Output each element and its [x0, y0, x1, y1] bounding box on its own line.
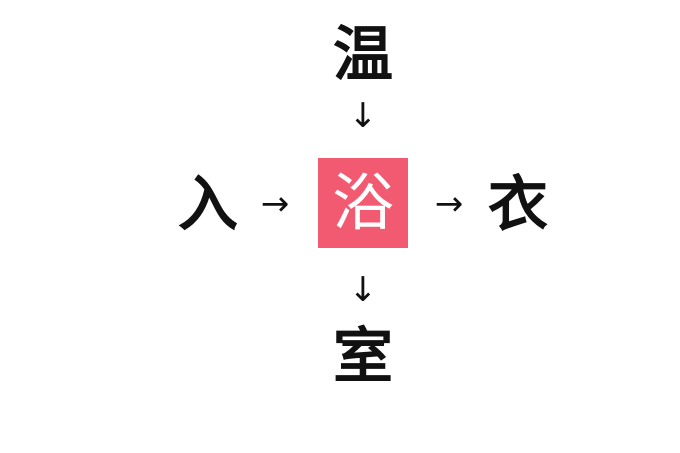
answer-box: 浴	[318, 158, 408, 248]
arrow-right-left: →	[260, 184, 290, 224]
answer-kanji: 浴	[331, 166, 394, 239]
left-kanji: 入	[178, 170, 238, 240]
arrow-right-right: →	[434, 184, 464, 224]
arrow-down-top: ↓	[348, 96, 378, 136]
right-kanji: 衣	[488, 170, 548, 240]
bottom-kanji: 室	[333, 322, 393, 392]
arrow-down-bottom: ↓	[348, 270, 378, 310]
top-kanji: 温	[333, 20, 393, 90]
